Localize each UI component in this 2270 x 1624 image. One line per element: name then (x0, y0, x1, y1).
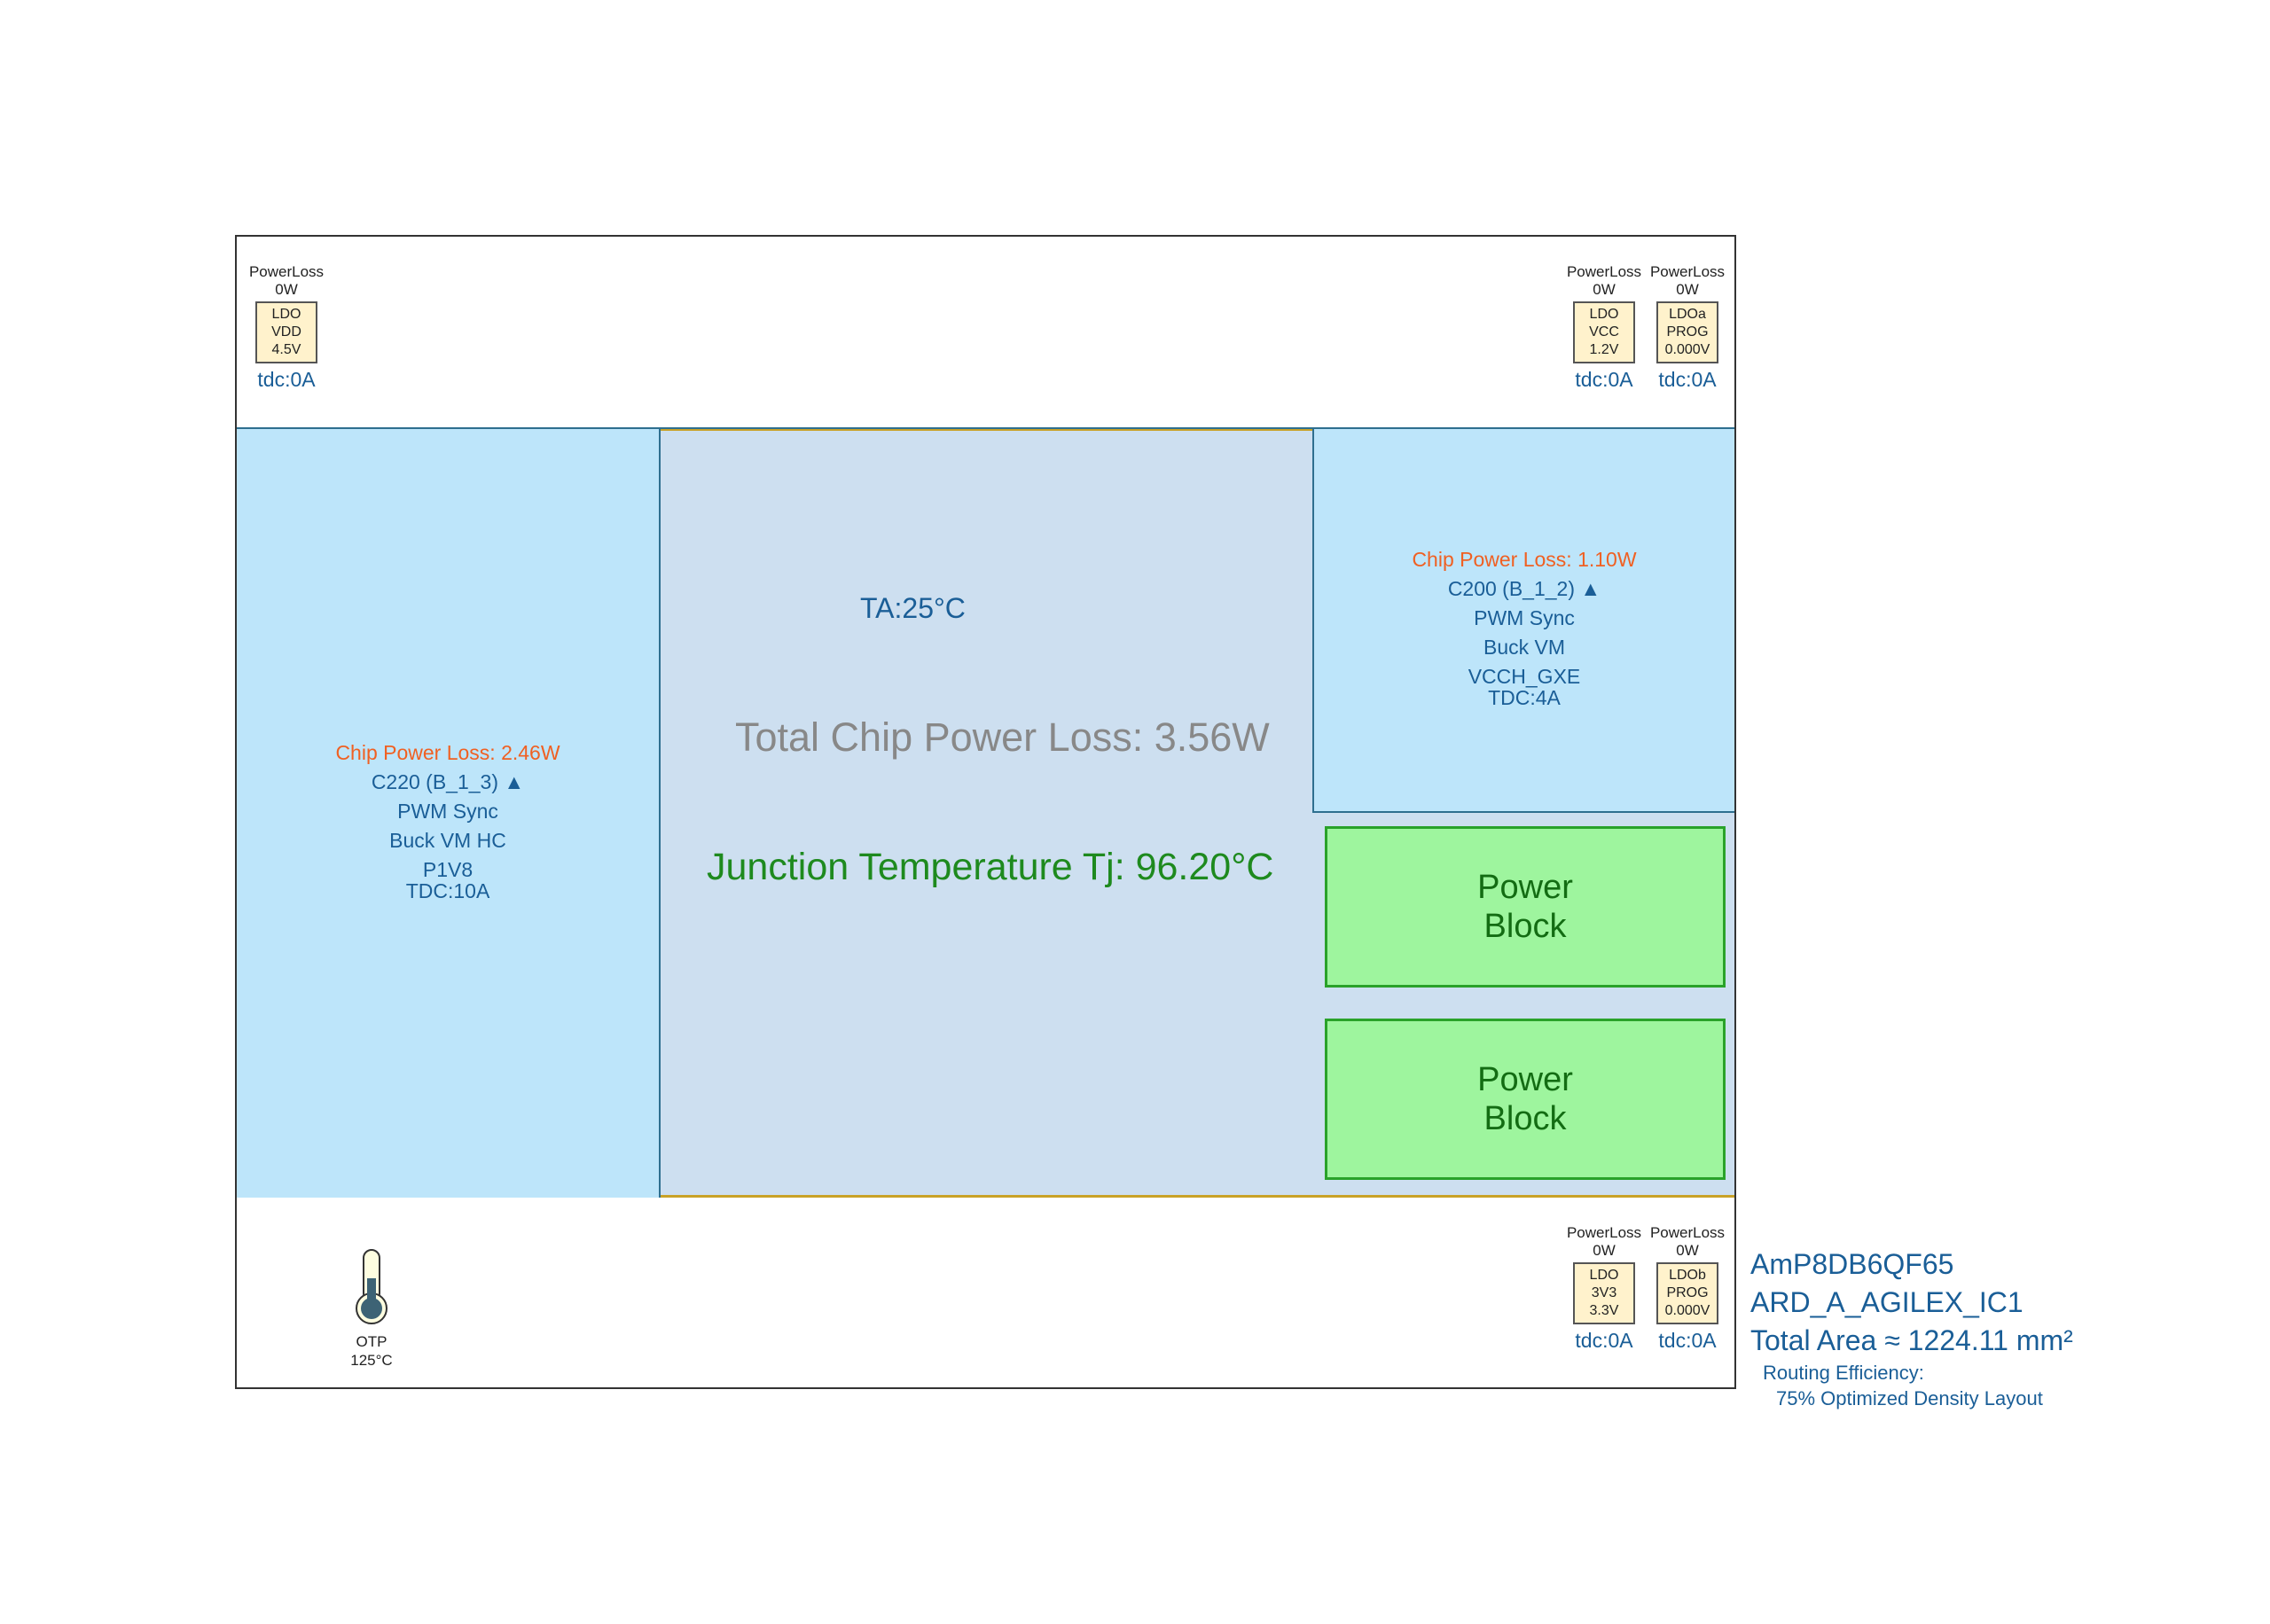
chip-part: C220 (B_1_3) ▲ (371, 770, 525, 793)
total-area: Total Area ≈ 1224.11 mm² (1750, 1324, 2073, 1356)
chip-power-loss: Chip Power Loss: 1.10W (1412, 548, 1637, 571)
thermometer-icon (356, 1249, 387, 1324)
chip-c200[interactable]: Chip Power Loss: 1.10W C200 (B_1_2) ▲ PW… (1312, 428, 1734, 813)
power-loss-value: 0W (275, 281, 298, 298)
chip-tdc: TDC:10A (405, 879, 490, 902)
power-block-line1: Power (1477, 869, 1573, 906)
otp-label: OTP (356, 1333, 387, 1350)
ldo-tdc: tdc:0A (257, 368, 316, 391)
power-block-line2: Block (1483, 1100, 1567, 1137)
ldo-vdd[interactable]: PowerLoss 0W LDO VDD 4.5V tdc:0A (244, 263, 329, 392)
total-chip-power-loss: Total Chip Power Loss: 3.56W (735, 714, 1270, 760)
chip-type: Buck VM HC (389, 829, 506, 852)
ldo-line3: 0.000V (1664, 342, 1710, 357)
chip-c220-text: Chip Power Loss: 2.46W C220 (B_1_3) ▲ PW… (237, 738, 659, 902)
board-outline: PowerLoss 0W LDO VDD 4.5V tdc:0A PowerLo… (235, 235, 1736, 1389)
ldo-line2: VDD (271, 324, 301, 340)
power-loss-label: PowerLoss (1566, 263, 1642, 280)
chip-power-loss: Chip Power Loss: 2.46W (335, 741, 560, 764)
power-block-line2: Block (1483, 908, 1567, 945)
ldo-vcc[interactable]: PowerLoss 0W LDO VCC 1.2V tdc:0A (1562, 263, 1647, 392)
power-block[interactable]: Power Block (1325, 826, 1726, 988)
chip-rail: P1V8 (422, 858, 474, 881)
power-loss-label: PowerLoss (1649, 1224, 1726, 1241)
ldo-tdc: tdc:0A (1575, 368, 1633, 391)
top-divider (237, 427, 1734, 429)
otp-sensor[interactable]: OTP 125°C (340, 1246, 403, 1370)
ldo-line3: 4.5V (271, 342, 301, 357)
routing-efficiency-value: 75% Optimized Density Layout (1776, 1387, 2043, 1409)
power-loss-value: 0W (1676, 281, 1699, 298)
ldo-line1: LDO (271, 307, 301, 322)
ldo-box: LDOa PROG 0.000V (1656, 301, 1718, 363)
ldo-line2: PROG (1666, 1285, 1709, 1300)
ldo-line3: 1.2V (1589, 342, 1619, 357)
ldo-line1: LDOa (1669, 307, 1706, 322)
power-block-line1: Power (1477, 1061, 1573, 1098)
ldo-line3: 3.3V (1589, 1303, 1619, 1318)
ambient-temperature: TA:25°C (860, 592, 966, 624)
ldo-box: LDO VDD 4.5V (255, 301, 317, 363)
top-zone: PowerLoss 0W LDO VDD 4.5V tdc:0A PowerLo… (237, 237, 1734, 428)
ldo-box: LDOb PROG 0.000V (1656, 1262, 1718, 1324)
ldo-3v3[interactable]: PowerLoss 0W LDO 3V3 3.3V tdc:0A (1562, 1224, 1647, 1353)
bottom-zone: OTP 125°C PowerLoss 0W LDO 3V3 3.3V tdc:… (237, 1198, 1734, 1387)
ldo-b-prog[interactable]: PowerLoss 0W LDOb PROG 0.000V tdc:0A (1645, 1224, 1730, 1353)
ldo-line2: VCC (1589, 324, 1619, 340)
power-loss-label: PowerLoss (1649, 263, 1726, 280)
chip-rail: VCCH_GXE (1468, 665, 1581, 688)
chip-mode: PWM Sync (397, 800, 498, 823)
ldo-line3: 0.000V (1664, 1303, 1710, 1318)
ldo-line1: LDOb (1669, 1268, 1706, 1283)
ldo-tdc: tdc:0A (1658, 1329, 1717, 1352)
ldo-line2: 3V3 (1591, 1285, 1617, 1300)
power-loss-label: PowerLoss (1566, 1224, 1642, 1241)
ldo-tdc: tdc:0A (1575, 1329, 1633, 1352)
power-block[interactable]: Power Block (1325, 1019, 1726, 1180)
ldo-line2: PROG (1666, 324, 1709, 340)
routing-efficiency-label: Routing Efficiency: (1763, 1362, 1924, 1384)
chip-type: Buck VM (1483, 636, 1566, 659)
design-info: AmP8DB6QF65 ARD_A_AGILEX_IC1 Total Area … (1750, 1245, 2073, 1411)
ldo-line1: LDO (1589, 307, 1619, 322)
ldo-box: LDO VCC 1.2V (1573, 301, 1635, 363)
ldo-line1: LDO (1589, 1268, 1619, 1283)
ldo-box: LDO 3V3 3.3V (1573, 1262, 1635, 1324)
power-loss-value: 0W (1593, 281, 1616, 298)
junction-temperature: Junction Temperature Tj: 96.20°C (707, 846, 1274, 888)
power-loss-label: PowerLoss (248, 263, 325, 280)
power-loss-value: 0W (1676, 1242, 1699, 1259)
otp-value: 125°C (350, 1352, 393, 1369)
ldo-tdc: tdc:0A (1658, 368, 1717, 391)
chip-c200-text: Chip Power Loss: 1.10W C200 (B_1_2) ▲ PW… (1314, 545, 1734, 708)
chip-tdc: TDC:4A (1488, 686, 1561, 709)
ldo-a-prog[interactable]: PowerLoss 0W LDOa PROG 0.000V tdc:0A (1645, 263, 1730, 392)
chip-c220[interactable]: Chip Power Loss: 2.46W C220 (B_1_3) ▲ PW… (237, 428, 661, 1198)
middle-zone: TA:25°C Total Chip Power Loss: 3.56W Jun… (237, 428, 1734, 1198)
part-number: AmP8DB6QF65 (1750, 1248, 1954, 1280)
power-loss-value: 0W (1593, 1242, 1616, 1259)
chip-part: C200 (B_1_2) ▲ (1447, 577, 1601, 600)
design-name: ARD_A_AGILEX_IC1 (1750, 1286, 2023, 1318)
chip-mode: PWM Sync (1474, 606, 1575, 629)
